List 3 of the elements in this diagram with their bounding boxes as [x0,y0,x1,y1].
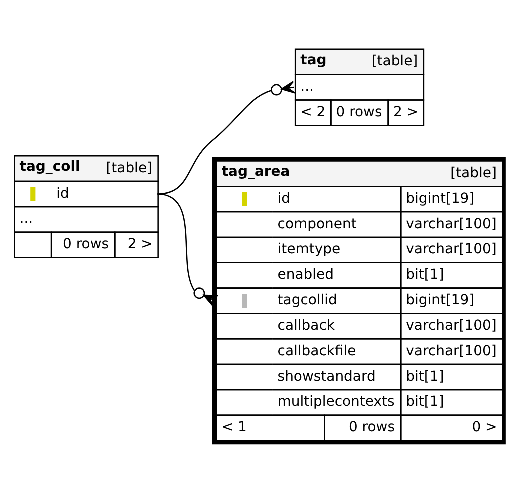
connector [157,80,296,194]
node-box: tag_area [table] id bigint[19] component varchar[100] itemtype varchar[100] enabled bit[1] tagcollid bigint[19] callback varchar[100] callbackfile varchar[100] showstandard bit[1] multiplecontexts bit[1] < 1 0 rows 0 > [212,156,506,444]
connector [157,193,218,306]
